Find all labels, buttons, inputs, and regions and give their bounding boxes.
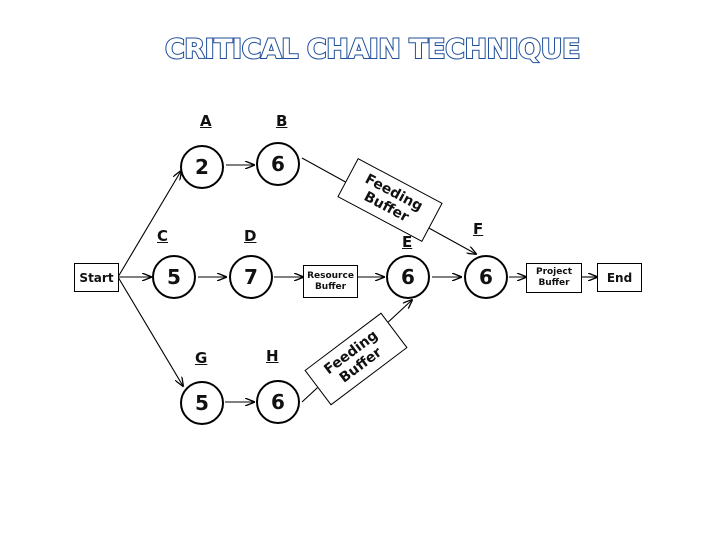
node-a: 2 bbox=[180, 145, 224, 189]
label-a: A bbox=[200, 112, 212, 130]
node-h: 6 bbox=[256, 380, 300, 424]
resource-buffer-box: Resource Buffer bbox=[303, 265, 358, 298]
node-e: 6 bbox=[386, 255, 430, 299]
start-box: Start bbox=[74, 263, 119, 292]
resource-buffer-line2: Buffer bbox=[314, 281, 347, 292]
page-title: CRITICAL CHAIN TECHNIQUE bbox=[164, 33, 582, 66]
label-h: H bbox=[266, 347, 279, 365]
label-c: C bbox=[157, 227, 169, 245]
node-g: 5 bbox=[180, 381, 224, 425]
project-buffer-box: Project Buffer bbox=[526, 263, 582, 293]
project-buffer-line1: Project bbox=[535, 267, 573, 277]
label-d: D bbox=[244, 227, 257, 245]
label-f: F bbox=[473, 220, 484, 238]
arrow-start-a bbox=[117, 171, 181, 278]
node-c: 5 bbox=[152, 255, 196, 299]
arrow-start-g bbox=[117, 276, 183, 386]
node-d: 7 bbox=[229, 255, 273, 299]
project-buffer-line2: Buffer bbox=[538, 278, 570, 288]
end-box: End bbox=[597, 263, 642, 292]
resource-buffer-line1: Resource bbox=[307, 270, 354, 281]
label-e: E bbox=[402, 233, 413, 251]
node-b: 6 bbox=[256, 142, 300, 186]
label-g: G bbox=[195, 349, 208, 367]
node-f: 6 bbox=[464, 255, 508, 299]
label-b: B bbox=[276, 112, 288, 130]
